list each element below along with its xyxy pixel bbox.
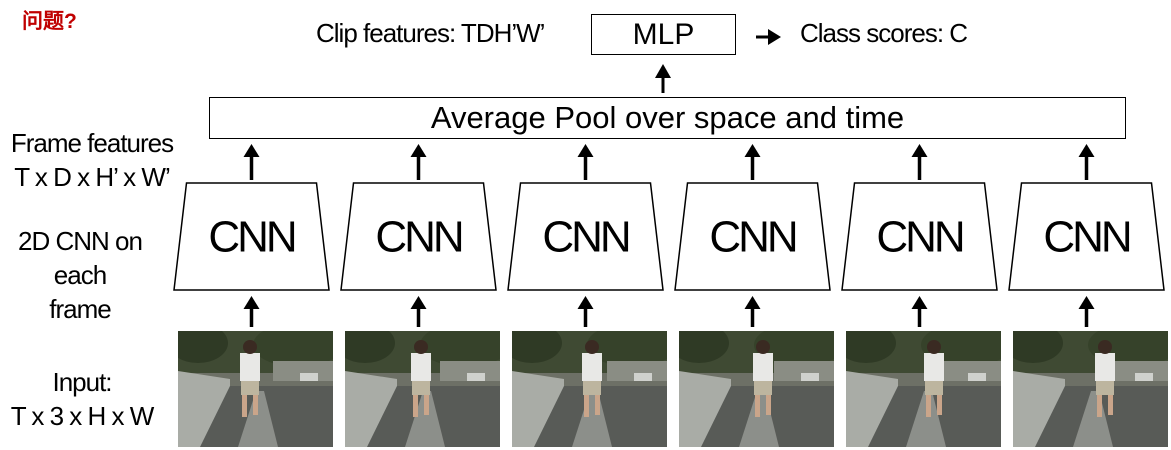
- cnn-label: CNN: [542, 213, 629, 262]
- mlp-label: MLP: [632, 17, 695, 51]
- class-scores-label: Class scores: C: [800, 18, 968, 48]
- cnn-description-label: 2D CNN on each frame: [5, 224, 155, 326]
- average-pool-label: Average Pool over space and time: [430, 100, 905, 135]
- average-pool-box: Average Pool over space and time: [209, 97, 1126, 139]
- mlp-to-class-arrow: [768, 29, 781, 45]
- cnn-block: [340, 182, 497, 291]
- input-frame-image: [178, 331, 333, 447]
- cnn-block: [674, 182, 831, 291]
- cnn-block: [507, 182, 664, 291]
- frame-features-line-2: T x D x H’ x W’: [14, 162, 170, 192]
- input-line-2: T x 3 x H x W: [10, 401, 155, 431]
- cnn-label: CNN: [1043, 213, 1130, 262]
- mlp-box: MLP: [591, 14, 736, 55]
- cnn-block: [841, 182, 998, 291]
- cnn-description-line-1: 2D CNN on: [18, 226, 143, 256]
- input-to-cnn-arrow: [410, 296, 427, 327]
- input-frame-image: [345, 331, 500, 447]
- input-to-cnn-arrow: [911, 296, 928, 327]
- input-to-cnn-arrow: [1078, 296, 1095, 327]
- input-label: Input: T x 3 x H x W: [0, 365, 164, 433]
- input-line-1: Input:: [52, 367, 112, 397]
- clip-features-label: Clip features: TDH’W’: [316, 18, 545, 48]
- cnn-to-pool-arrow: [577, 144, 594, 180]
- cnn-label: CNN: [709, 213, 796, 262]
- pool-to-mlp-arrow: [655, 64, 671, 78]
- cnn-to-pool-arrow: [410, 144, 427, 180]
- question-heading: 问题?: [22, 10, 77, 33]
- input-to-cnn-arrow: [243, 296, 260, 327]
- frame-features-label: Frame features T x D x H’ x W’: [0, 126, 184, 194]
- input-to-cnn-arrow: [744, 296, 761, 327]
- cnn-to-pool-arrow: [911, 144, 928, 180]
- input-frame-image: [679, 331, 834, 447]
- top-arrows: [655, 29, 781, 93]
- cnn-block: [173, 182, 330, 291]
- input-frame-image: [512, 331, 667, 447]
- cnn-to-pool-arrow: [744, 144, 761, 180]
- cnn-block: [1008, 182, 1165, 291]
- cnn-to-pool-arrow: [1078, 144, 1095, 180]
- cnn-label: CNN: [208, 213, 295, 262]
- cnn-description-line-2: each: [53, 260, 107, 290]
- input-to-cnn-arrow: [577, 296, 594, 327]
- cnn-label: CNN: [876, 213, 963, 262]
- input-frame-image: [1013, 331, 1168, 447]
- frame-features-line-1: Frame features: [10, 128, 174, 158]
- cnn-label: CNN: [375, 213, 462, 262]
- input-frame-image: [846, 331, 1001, 447]
- cnn-to-pool-arrow: [243, 144, 260, 180]
- cnn-description-line-3: frame: [49, 294, 111, 324]
